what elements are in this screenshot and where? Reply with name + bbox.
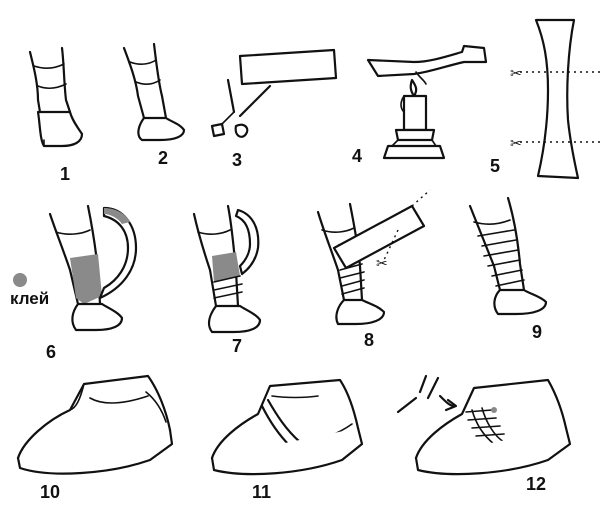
step-label-9: 9 [532, 322, 542, 342]
scissors-icon: ✂ [510, 66, 522, 82]
step-label-10: 10 [40, 482, 60, 502]
step-label-12: 12 [526, 474, 546, 494]
step-8-wrap-cut: ✂ [316, 189, 431, 326]
step-3-scissors-strip [210, 48, 338, 138]
step-7-wrap-start [192, 204, 262, 334]
step-10-finished-shoe [16, 374, 174, 475]
step-9-fully-wrapped [468, 196, 548, 316]
scissors-icon: ✂ [510, 136, 522, 152]
step-label-4: 4 [352, 146, 362, 166]
step-5-shaped-strip: ✂ ✂ [510, 18, 600, 180]
step-label-6: 6 [46, 342, 56, 362]
step-label-5: 5 [490, 156, 500, 176]
scissors-icon: ✂ [376, 256, 388, 272]
step-label-3: 3 [232, 150, 242, 170]
step-label-1: 1 [60, 164, 70, 184]
step-label-7: 7 [232, 336, 242, 356]
step-label-11: 11 [252, 482, 271, 502]
step-label-2: 2 [158, 148, 168, 168]
step-1-leg-boot [28, 46, 84, 148]
step-2-leg-shoe [122, 42, 186, 142]
step-label-8: 8 [364, 330, 374, 350]
step-6-glue-applied [13, 204, 138, 332]
glue-label: клей [10, 289, 49, 308]
step-12-shoe-laced [396, 374, 572, 476]
step-11-shoe-lacing [210, 378, 364, 476]
step-4-candle-heating [366, 44, 488, 160]
